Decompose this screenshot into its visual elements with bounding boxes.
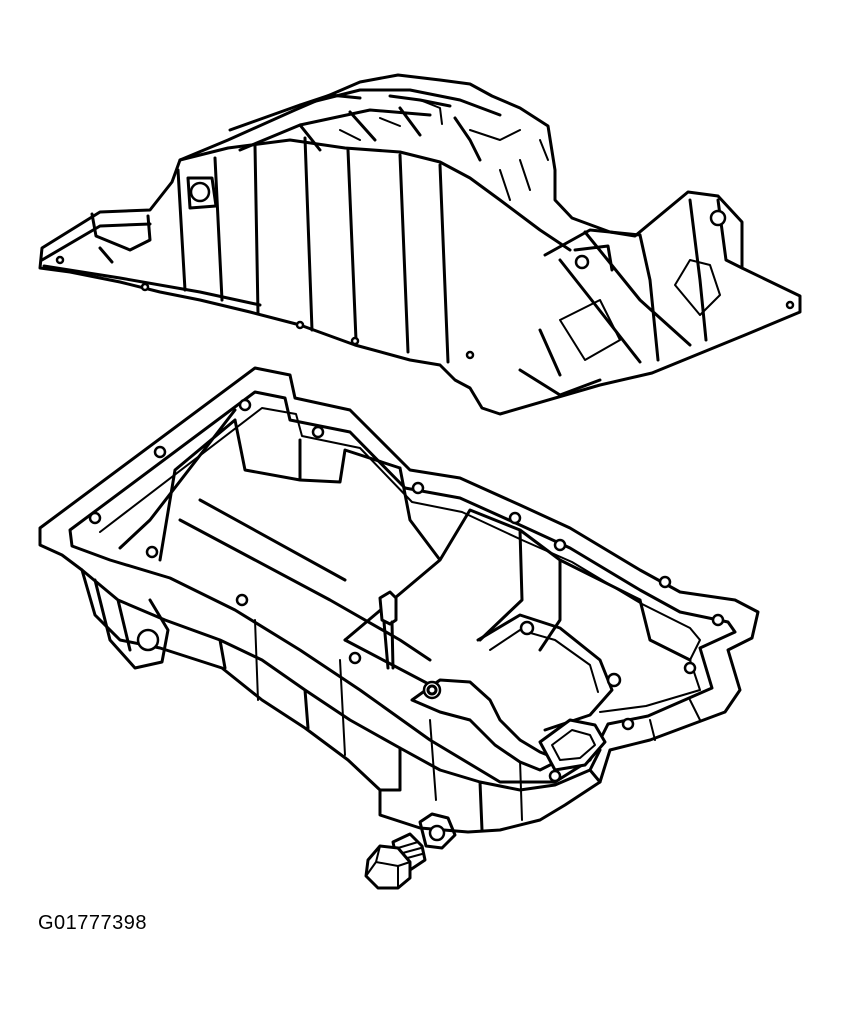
pickup-bolt-head	[426, 684, 438, 696]
lower-oil-pan	[38, 366, 760, 834]
upper-boss-hole	[189, 181, 211, 203]
lower-pan-bolt-holes	[88, 398, 725, 783]
lower-pan-flange	[38, 366, 760, 834]
dipstick-tube-body	[382, 620, 395, 670]
upper-boss	[186, 176, 218, 210]
drain-hole	[428, 824, 446, 842]
upper-left-tab	[90, 212, 152, 264]
lower-pan-baffle	[476, 613, 614, 732]
lower-pan-skirt	[80, 568, 602, 832]
upper-cast-details	[339, 99, 549, 201]
drain-plug	[364, 812, 457, 890]
lower-pan-left-ear	[93, 578, 170, 670]
upper-mount-ribs	[559, 259, 721, 361]
upper-mount-hole-1	[709, 209, 727, 227]
dipstick-tube-cap	[378, 590, 398, 626]
pickup-screen	[538, 718, 607, 772]
upper-mount-hole-2	[574, 254, 590, 270]
upper-right-mount	[518, 198, 744, 397]
dipstick-tube	[378, 590, 398, 670]
pickup-screen-inner	[551, 729, 596, 761]
upper-sump-wall	[176, 136, 450, 364]
lower-pan-baffle-detail	[489, 629, 599, 693]
figure-id-label: G01777398	[38, 912, 148, 934]
upper-ribs	[228, 88, 502, 162]
lower-pan-skirt-ribs	[254, 619, 701, 821]
upper-left-flange	[40, 222, 262, 307]
lower-pan-inner-walls	[118, 408, 692, 662]
upper-oil-pan-housing	[38, 73, 802, 416]
drain-boss	[418, 812, 457, 850]
oil-pickup-tube	[410, 678, 607, 772]
baffle-bolt-2	[606, 672, 622, 688]
drain-plug-hex-edges	[365, 845, 411, 889]
upper-housing-outline	[38, 73, 802, 416]
left-ear-hole	[136, 628, 160, 652]
upper-sump-rim	[178, 138, 572, 252]
upper-flange-bolts	[55, 255, 795, 360]
baffle-bolt-1	[519, 620, 535, 636]
